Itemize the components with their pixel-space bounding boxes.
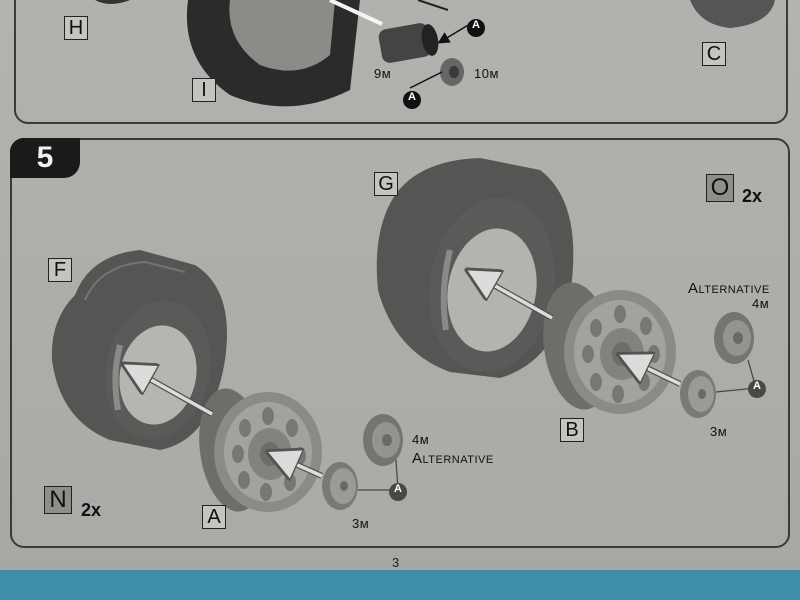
quantity-n: 2x [81, 500, 102, 520]
part-label-o: O [706, 174, 734, 202]
top-left-wheel-partial [95, 0, 130, 4]
step-5-panel [10, 138, 790, 548]
top-callout-a-1 [467, 19, 485, 37]
arrow-rim-a-to-tire-f [130, 368, 214, 417]
part-label-b: B [560, 418, 584, 442]
top-hub-part [378, 23, 439, 63]
hubcap-3m-right [680, 370, 716, 418]
quantity-o: 2x [742, 186, 763, 206]
callout-a-left-letter: A [394, 483, 403, 495]
hubcap-3m-left [322, 462, 358, 510]
left-hubcap-size-3m: 3м [352, 516, 370, 531]
part-size-9m: 9м [374, 66, 392, 81]
step-number: 5 [10, 138, 80, 178]
part-label-f: F [48, 258, 72, 282]
part-label-g: G [374, 172, 398, 196]
arrow-cap-to-rim-b [626, 358, 682, 387]
part-label-i: I [192, 78, 216, 102]
part-label-c: C [702, 42, 726, 66]
right-alternative-text: Alternative [688, 280, 770, 297]
previous-step-panel [14, 0, 788, 124]
left-hubcap-size-4m: 4м [412, 432, 430, 447]
top-callout-a-2-letter: A [408, 91, 417, 103]
table-background [0, 570, 800, 600]
callout-a-right-letter: A [753, 380, 762, 392]
callout-a-left [389, 483, 407, 501]
part-label-h: H [64, 16, 88, 40]
page-number: 3 [392, 555, 400, 570]
top-tire-partial [186, 0, 360, 107]
top-callout-a-1-letter: A [472, 19, 481, 31]
hubcap-4m-right [714, 312, 754, 364]
arrow-cap-to-rim-a [275, 455, 324, 476]
hubcap-4m-left [363, 414, 403, 466]
right-hubcap-size-3m: 3м [710, 424, 728, 439]
part-label-a: A [202, 505, 226, 529]
right-hubcap-size-4m: 4м [752, 296, 770, 311]
top-right-wheel-partial [690, 0, 775, 28]
top-washer [440, 58, 464, 86]
arrow-rim-b-to-tire-g [474, 274, 554, 321]
left-alternative-text: Alternative [412, 450, 494, 467]
top-arrows [329, 0, 471, 89]
callout-a-right [748, 380, 766, 398]
top-callout-a-2 [403, 91, 421, 109]
part-size-10m: 10м [474, 66, 499, 81]
part-label-n: N [44, 486, 72, 514]
